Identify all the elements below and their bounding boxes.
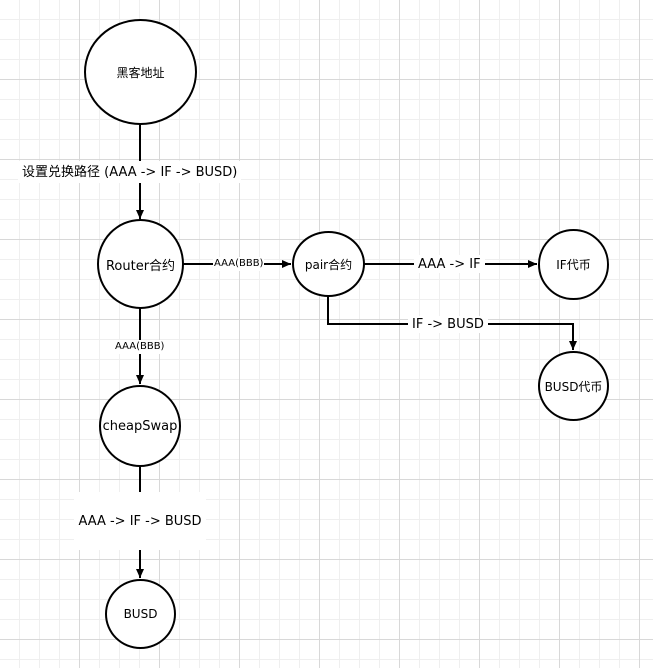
node-router-contract[interactable]: Router合约 <box>97 219 184 309</box>
edge-label-router-to-pair: AAA(BBB) <box>213 257 265 271</box>
node-pair-contract[interactable]: pair合约 <box>292 231 365 297</box>
edge-label-pair-to-if: AAA -> IF <box>414 255 485 273</box>
node-busd-token[interactable]: BUSD代币 <box>538 351 609 421</box>
node-cheapswap[interactable]: cheapSwap <box>99 385 181 467</box>
edge-label-pair-to-busd: IF -> BUSD <box>408 316 488 333</box>
node-hacker-address[interactable]: 黑客地址 <box>84 19 197 125</box>
edge-label-set-swap-path: 设置兑换路径 (AAA -> IF -> BUSD) <box>18 161 242 183</box>
edge-label-cheapswap-to-busd: AAA -> IF -> BUSD <box>74 492 206 550</box>
node-busd-result[interactable]: BUSD <box>105 579 176 649</box>
edge-label-router-to-cheapswap: AAA(BBB) <box>113 340 167 354</box>
node-if-token[interactable]: IF代币 <box>538 229 609 300</box>
